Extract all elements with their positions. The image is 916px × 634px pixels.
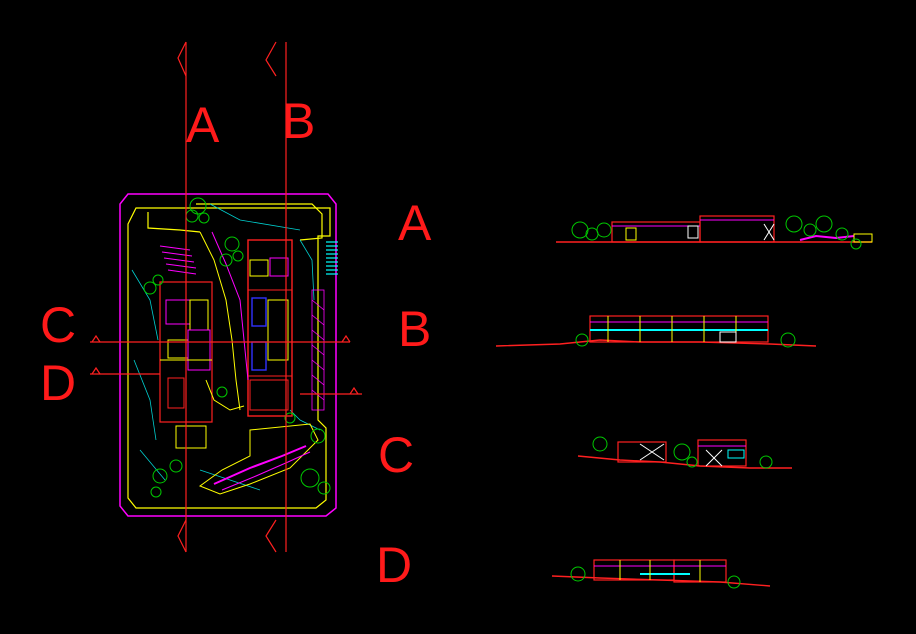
section-c-drawing [577,436,792,469]
plan-label-c: C [40,297,77,353]
section-label-b: B [398,301,432,357]
central-path [199,231,249,411]
section-d-drawing [551,559,771,589]
top-left-stair [159,245,197,275]
site-plan [90,41,362,553]
section-label-a: A [398,195,432,251]
lower-path [198,423,319,495]
right-building [247,239,293,417]
section-label-d: D [376,537,413,593]
top-wall [147,212,201,233]
site-boundary [119,193,337,517]
plan-label-a: A [186,97,220,153]
top-right-wall [196,203,323,241]
plan-label-d: D [40,355,77,411]
section-lines [90,41,362,553]
contour-lines [131,203,321,491]
site-perimeter [127,207,331,509]
section-a-drawing [556,215,873,250]
right-stair-strip [326,241,338,275]
section-label-c: C [378,427,415,483]
section-b-drawing [495,315,817,348]
right-ramp [311,289,325,411]
plan-label-b: B [282,93,316,149]
